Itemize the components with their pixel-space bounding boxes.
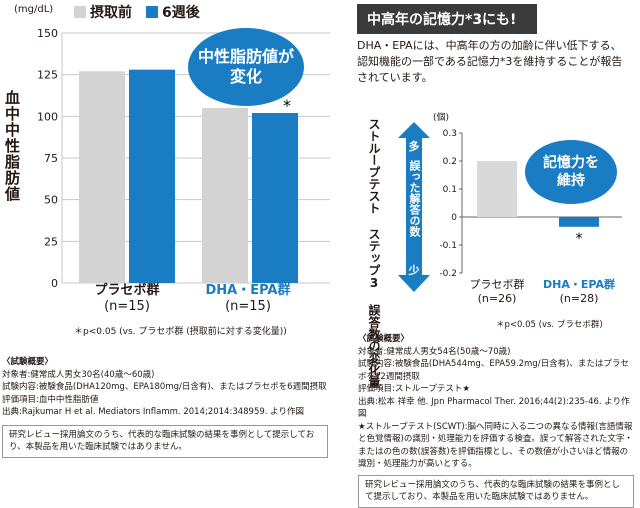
legend-item-before: 摂取前 xyxy=(74,2,132,22)
left-summary-line: 試験内容:被験食品(DHA120mg、EPA180mg/日含有)、またはプラセボ… xyxy=(2,382,327,392)
arrow-label-middle: 誤った解答の数 xyxy=(408,160,421,237)
right-significance-star: * xyxy=(576,231,583,247)
right-unit-label: (個) xyxy=(433,113,450,123)
bar-0 xyxy=(477,161,517,217)
arrow-label-bottom: 少 xyxy=(408,264,420,277)
left-legend: 摂取前 6週後 xyxy=(74,2,200,22)
left-disclaimer-box: 研究レビュー採用論文のうち、代表的な臨床試験の結果を事例として提示しており、本製… xyxy=(2,424,328,458)
arrow-label-top: 多 xyxy=(408,140,420,153)
right-group-n-placebo: (n=26) xyxy=(477,292,517,305)
right-disclaimer-box: 研究レビュー採用論文のうち、代表的な臨床試験の結果を事例として提示しており、本製… xyxy=(358,474,634,508)
right-summary-heading: 〈試験概要〉 xyxy=(358,334,410,344)
bar-after-1 xyxy=(252,113,298,283)
ytick-label: 100 xyxy=(37,110,58,123)
left-callout-line2: 変化 xyxy=(229,67,262,86)
left-summary-line: 対象者:健常成人男女30名(40歳〜60歳) xyxy=(2,369,155,380)
ytick-label: -0.1 xyxy=(439,241,457,251)
ytick-label: 0.2 xyxy=(443,157,457,167)
right-yaxis-title-line1: ストループテスト ステップ3 xyxy=(367,118,381,290)
right-intro-text: DHA・EPAには、中高年の方の加齢に伴い低下する、認知機能の一部である記憶力*… xyxy=(357,39,623,84)
right-direction-arrow xyxy=(398,122,430,292)
legend-swatch-after xyxy=(146,6,158,18)
ytick-label: 75 xyxy=(44,152,58,165)
right-header: 中高年の記憶力*3にも! xyxy=(357,4,537,34)
left-bar-chart: 0 25 50 75 100 125 150 * xyxy=(37,27,330,290)
left-summary-heading: 〈試験概要〉 xyxy=(2,357,54,367)
ytick-label: 50 xyxy=(44,194,58,207)
right-yaxis-title: ストループテスト ステップ3 誤答数の変化量 xyxy=(366,118,382,388)
ytick-label: 0 xyxy=(451,213,457,223)
left-unit-label: (mg/dL) xyxy=(14,4,54,15)
ytick-label: 0.3 xyxy=(443,129,457,139)
left-callout-line1: 中性脂肪値が xyxy=(197,47,294,66)
ytick-label: 150 xyxy=(37,27,58,40)
left-yaxis-title: 血中中性脂肪値 xyxy=(3,90,21,202)
right-group-label-dha: DHA・EPA群 (n=28) xyxy=(536,278,622,306)
ytick-label: 125 xyxy=(37,69,58,82)
right-yaxis-title-line2: 誤答数の変化量 xyxy=(367,304,381,388)
left-group-label-dha: DHA・EPA群 (n=15) xyxy=(188,283,308,315)
left-group-name-dha: DHA・EPA群 xyxy=(205,283,291,298)
right-summary-line: 試験内容:被験食品(DHA544mg、EPA59.2mg/日含有)、またはプラセ… xyxy=(358,359,629,382)
right-footnote: ＊p<0.05 (vs. プラセボ群) xyxy=(496,320,603,330)
ytick-label: -0.2 xyxy=(439,269,457,279)
right-callout-line1: 記憶力を xyxy=(543,155,599,171)
bar-1 xyxy=(559,217,599,227)
left-group-name-placebo: プラセボ群 xyxy=(94,283,160,298)
right-bar-chart: 0.3 0.2 0.1 0 -0.1 -0.2 * xyxy=(439,129,622,279)
legend-swatch-before xyxy=(74,6,86,18)
left-group-n-placebo: (n=15) xyxy=(104,299,150,314)
legend-item-after: 6週後 xyxy=(146,2,200,22)
left-bars xyxy=(79,69,298,284)
left-significance-star: * xyxy=(283,96,291,115)
left-summary-line: 出典:Rajkumar H et al. Mediators Inflamm. … xyxy=(2,407,304,417)
left-summary-line: 評価項目:血中中性脂肪値 xyxy=(2,394,99,405)
right-summary-line: ★ストループテスト(SCWT):脳へ同時に入る二つの異なる情報(言語情報と色覚情… xyxy=(358,421,633,470)
left-study-summary: 〈試験概要〉 対象者:健常成人男女30名(40歳〜60歳) 試験内容:被験食品(… xyxy=(2,356,332,458)
right-group-label-placebo: プラセボ群 (n=26) xyxy=(462,278,532,306)
legend-label-before: 摂取前 xyxy=(90,5,132,21)
ytick-label: 0 xyxy=(51,277,58,290)
legend-label-after: 6週後 xyxy=(162,5,200,21)
bar-after-0 xyxy=(129,69,175,284)
left-group-n-dha: (n=15) xyxy=(225,299,271,314)
right-summary-line: 対象者:健常成人男女54名(50歳〜70歳) xyxy=(358,346,511,357)
right-bars xyxy=(477,161,599,227)
ytick-label: 25 xyxy=(44,235,58,248)
ytick-label: 0.1 xyxy=(443,185,457,195)
left-group-label-placebo: プラセボ群 (n=15) xyxy=(72,283,182,315)
right-callout-bubble: 記憶力を 維持 xyxy=(525,140,617,204)
right-callout-line2: 維持 xyxy=(557,173,585,189)
left-ytick-labels: 0 25 50 75 100 125 150 xyxy=(37,27,58,290)
left-callout-bubble: 中性脂肪値が 変化 xyxy=(188,28,304,106)
double-arrow-icon xyxy=(398,122,430,292)
right-summary-line: 出典:松本 祥幸 他. Jpn Pharmacol Ther. 2016;44(… xyxy=(358,396,630,420)
right-ytick-labels: 0.3 0.2 0.1 0 -0.1 -0.2 xyxy=(439,129,457,279)
right-summary-line: 評価項目:ストループテスト★ xyxy=(358,384,470,394)
right-study-summary: 〈試験概要〉 対象者:健常成人男女54名(50歳〜70歳) 試験内容:被験食品(… xyxy=(358,333,634,508)
right-group-n-dha: (n=28) xyxy=(559,292,599,305)
right-group-name-placebo: プラセボ群 xyxy=(469,278,525,291)
left-footnote: ＊p<0.05 (vs. プラセボ群 (摂取前に対する変化量)) xyxy=(74,327,287,337)
bar-before-1 xyxy=(202,108,248,283)
bar-before-0 xyxy=(79,71,125,283)
right-group-name-dha: DHA・EPA群 xyxy=(543,278,615,291)
